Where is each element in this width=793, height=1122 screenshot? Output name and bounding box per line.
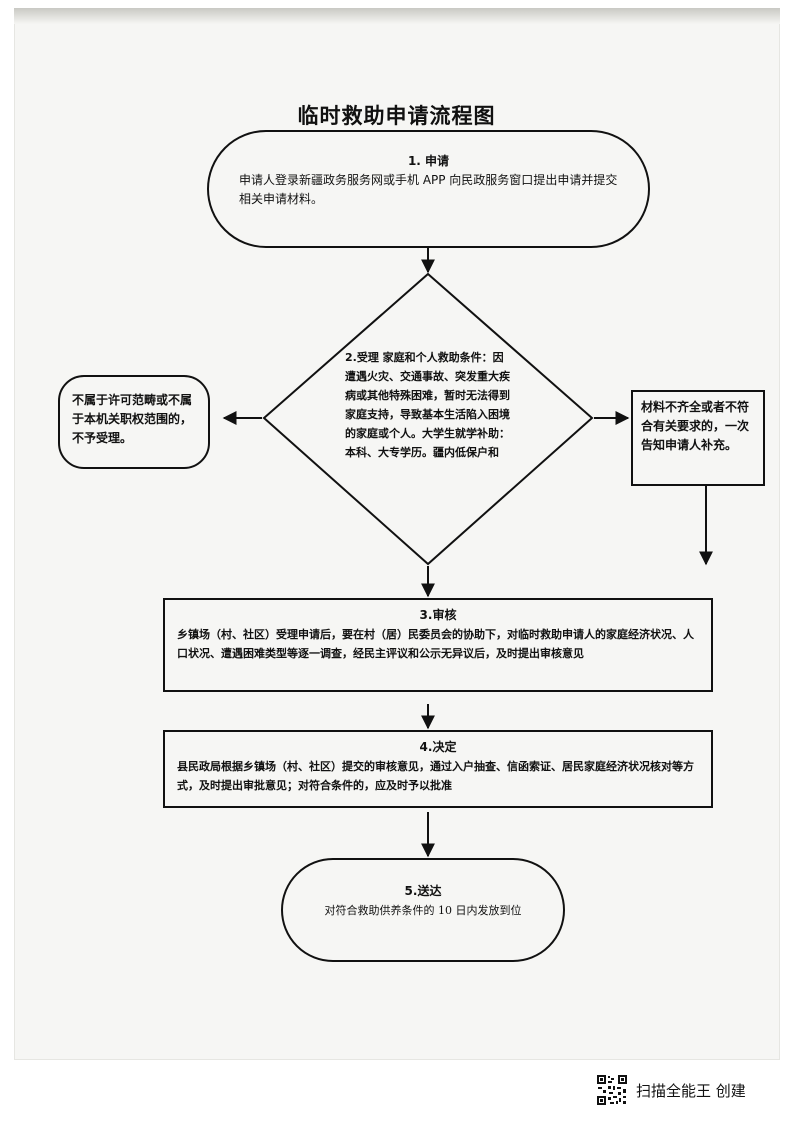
step-decide-text: 县民政局根据乡镇场（村、社区）提交的审核意见，通过入户抽查、信函索证、居民家庭经… <box>177 760 694 792</box>
step-review: 3.审核 乡镇场（村、社区）受理申请后，要在村（居）民委员会的协助下，对临时救助… <box>163 598 713 692</box>
step-reject: 不属于许可范畴或不属于本机关职权范围的，不予受理。 <box>58 375 210 469</box>
step-supplement: 材料不齐全或者不符合有关要求的，一次告知申请人补充。 <box>631 390 765 486</box>
step-deliver: 5.送达 对符合救助供养条件的 10 日内发放到位 <box>281 858 565 962</box>
step-reject-text: 不属于许可范畴或不属于本机关职权范围的，不予受理。 <box>72 393 193 445</box>
step-review-text: 乡镇场（村、社区）受理申请后，要在村（居）民委员会的协助下，对临时救助申请人的家… <box>177 628 694 660</box>
scan-edge <box>14 8 780 24</box>
scanned-page <box>14 8 780 1060</box>
step-decide-heading: 4.决定 <box>419 740 457 754</box>
page-title: 临时救助申请流程图 <box>297 104 496 128</box>
step-apply-heading: 1. 申请 <box>407 154 450 168</box>
step-supplement-text: 材料不齐全或者不符合有关要求的，一次告知申请人补充。 <box>641 400 750 452</box>
step-deliver-heading: 5.送达 <box>404 884 442 898</box>
step-review-heading: 3.审核 <box>419 608 457 622</box>
step-apply-text: 申请人登录新疆政务服务网或手机 APP 向民政服务窗口提出申请并提交相关申请材料… <box>239 173 618 206</box>
scanner-watermark: 扫描全能王 创建 <box>596 1074 746 1106</box>
step-deliver-text: 对符合救助供养条件的 10 日内发放到位 <box>324 904 522 917</box>
qr-code-icon <box>596 1074 628 1106</box>
step-apply: 1. 申请 申请人登录新疆政务服务网或手机 APP 向民政服务窗口提出申请并提交… <box>207 130 650 248</box>
step-decide: 4.决定 县民政局根据乡镇场（村、社区）提交的审核意见，通过入户抽查、信函索证、… <box>163 730 713 808</box>
accept-decision-diamond <box>262 272 594 566</box>
scanner-watermark-text: 扫描全能王 创建 <box>636 1081 746 1100</box>
step-accept-text: 2.受理 家庭和个人救助条件：因遭遇火灾、交通事故、突发重大疾病或其他特殊困难，… <box>345 351 510 459</box>
